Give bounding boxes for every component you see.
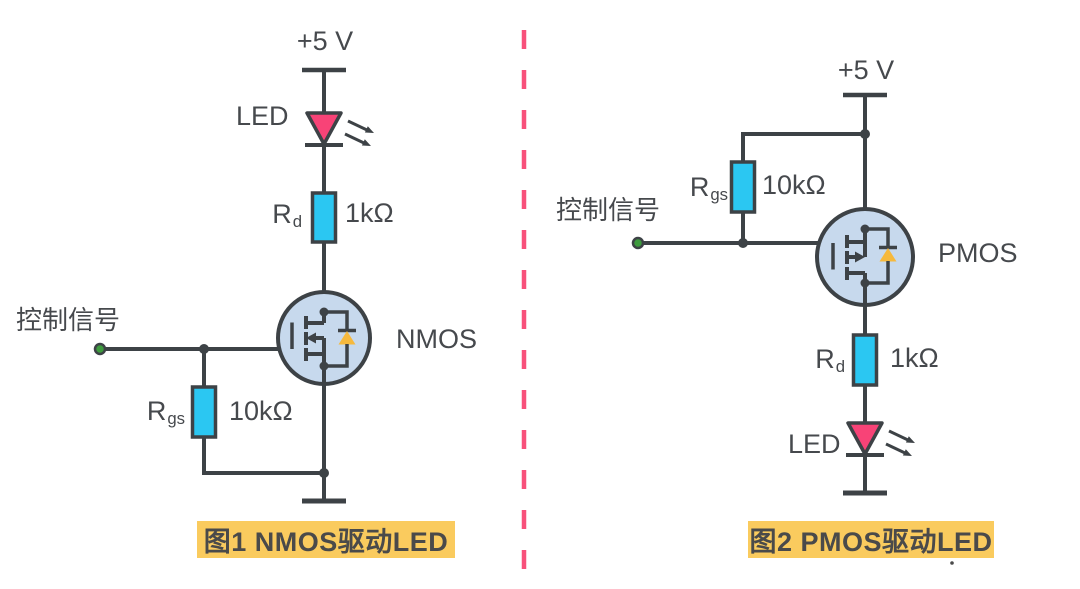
rd-subscript: d xyxy=(835,356,845,376)
rgs-value-right: 10kΩ xyxy=(762,170,826,200)
rgs-branch-right xyxy=(729,132,865,243)
resistor-rgs-right xyxy=(729,160,757,214)
control-input-wire-right xyxy=(631,236,833,250)
resistor-rd-left xyxy=(310,191,338,244)
rd-name-left: Rd xyxy=(270,199,302,231)
supply-label-left: +5 V xyxy=(296,26,354,56)
rd-name-right: Rd xyxy=(813,344,845,376)
rgs-subscript: gs xyxy=(710,184,728,204)
ground-symbol-left xyxy=(302,366,346,504)
pmos-symbol xyxy=(815,207,915,307)
rgs-name-left: Rgs xyxy=(143,396,185,428)
rgs-base: R xyxy=(689,172,710,202)
supply-label-right: +5 V xyxy=(837,55,895,85)
stray-dot xyxy=(950,561,954,565)
nmos-label: NMOS xyxy=(396,324,477,354)
led-symbol-left xyxy=(305,111,374,147)
rd-base: R xyxy=(815,344,835,374)
rgs-branch-left xyxy=(190,349,324,475)
caption-figure2: 图2 PMOS驱动LED xyxy=(748,521,994,558)
rgs-subscript: gs xyxy=(167,408,185,428)
caption-figure1: 图1 NMOS驱动LED xyxy=(197,521,455,558)
ground-symbol-right xyxy=(843,455,887,496)
pmos-label: PMOS xyxy=(938,238,1018,268)
input-terminal-left xyxy=(93,342,107,356)
light-emission-arrows-right xyxy=(885,429,915,456)
rd-base: R xyxy=(272,199,292,229)
caption-text: 图2 PMOS驱动LED xyxy=(749,527,993,557)
control-signal-label-right: 控制信号 xyxy=(556,195,661,225)
control-input-wire-left xyxy=(93,342,292,356)
nmos-circuit-graphics xyxy=(93,67,374,504)
rgs-value-left: 10kΩ xyxy=(229,396,293,426)
led-label-left: LED xyxy=(236,101,289,131)
vcc-rail-left xyxy=(302,67,346,113)
pmos-circuit-graphics xyxy=(631,92,954,565)
rd-value-right: 1kΩ xyxy=(890,343,939,373)
led-label-right: LED xyxy=(788,429,841,459)
control-signal-label-left: 控制信号 xyxy=(16,305,121,335)
rd-subscript: d xyxy=(292,211,302,231)
body-diode-pmos xyxy=(865,227,897,285)
junction-dot xyxy=(738,238,748,248)
resistor-rd-right xyxy=(851,333,879,387)
caption-text: 图1 NMOS驱动LED xyxy=(203,527,449,557)
rd-value-left: 1kΩ xyxy=(345,198,394,228)
rgs-name-right: Rgs xyxy=(686,172,728,204)
junction-dot xyxy=(319,468,329,478)
rgs-base: R xyxy=(146,396,167,426)
input-terminal-right xyxy=(631,236,645,250)
resistor-rgs-left xyxy=(190,385,218,439)
light-emission-arrows-left xyxy=(344,119,374,146)
body-diode-nmos xyxy=(324,310,356,368)
led-symbol-right xyxy=(846,421,915,457)
